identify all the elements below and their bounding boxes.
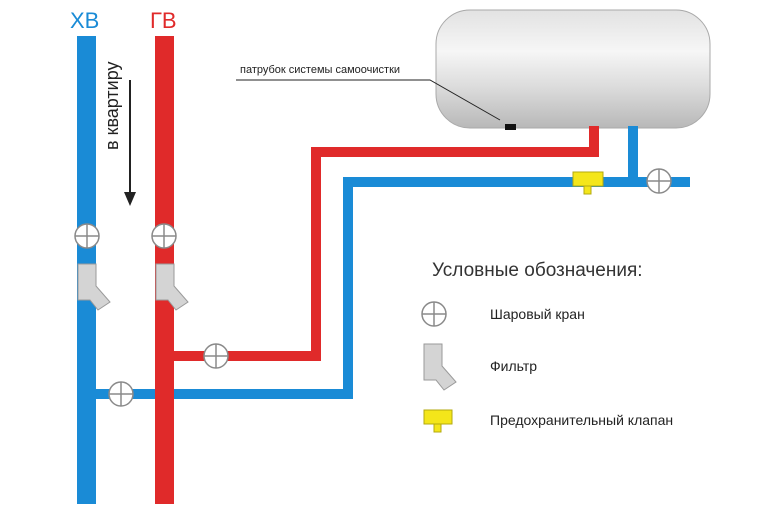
cold-water-riser-label: ХВ bbox=[70, 8, 100, 33]
ball-valve-icon bbox=[108, 381, 134, 407]
ball-valve-icon bbox=[203, 343, 229, 369]
legend-item-safety-valve-label: Предохранительный клапан bbox=[490, 412, 674, 428]
filter-icon bbox=[77, 263, 111, 311]
legend-item-ball-valve-label: Шаровый кран bbox=[490, 306, 585, 322]
cold-pipe-branch bbox=[96, 177, 690, 399]
ball-valve-icon bbox=[151, 223, 177, 249]
ball-valve-icon bbox=[646, 168, 672, 194]
nozzle-label: патрубок системы самоочистки bbox=[240, 64, 401, 76]
nozzle-leader-line bbox=[236, 79, 501, 121]
safety-valve-icon bbox=[572, 171, 604, 195]
filter-icon bbox=[155, 263, 189, 311]
legend-item-filter-label: Фильтр bbox=[490, 358, 538, 374]
legend-safety-valve-icon bbox=[423, 409, 453, 433]
hot-pipe-branch bbox=[174, 126, 599, 361]
legend-filter-icon bbox=[423, 343, 457, 391]
legend-title: Условные обозначения: bbox=[432, 260, 643, 281]
hot-water-riser-label: ГВ bbox=[150, 8, 177, 33]
flow-arrow-head bbox=[124, 192, 136, 206]
self-cleaning-nozzle bbox=[505, 124, 516, 130]
water-heater-tank bbox=[435, 9, 711, 129]
flow-direction-label: в квартиру bbox=[102, 61, 122, 150]
legend-ball-valve-icon bbox=[421, 301, 447, 327]
ball-valve-icon bbox=[74, 223, 100, 249]
